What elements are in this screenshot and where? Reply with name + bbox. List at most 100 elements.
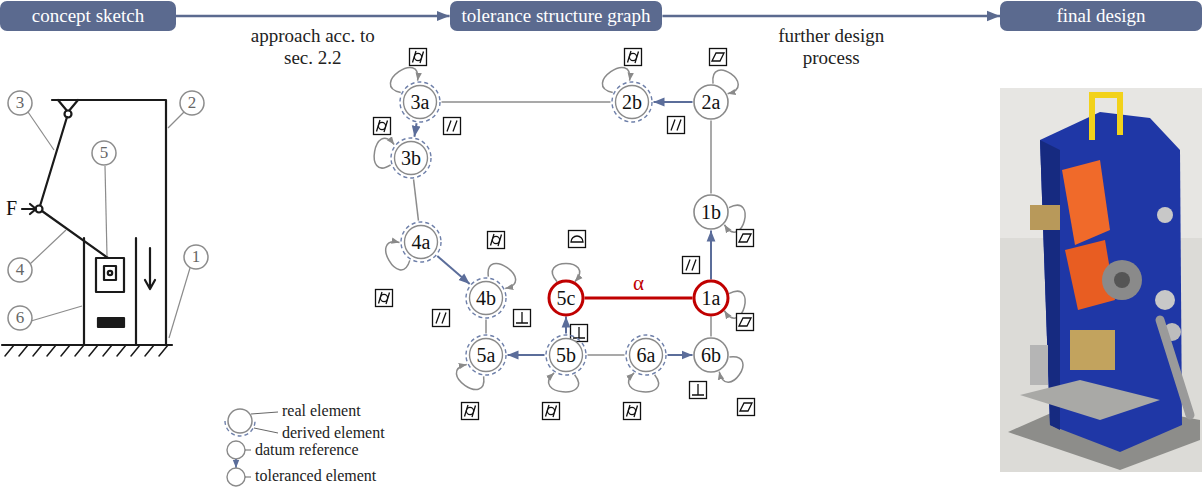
- connector: [710, 121, 712, 194]
- derived-element-node: 6a: [625, 334, 667, 376]
- node-label: 5: [100, 144, 109, 163]
- leader-line: [169, 268, 190, 338]
- derived-element-node: 5b: [545, 334, 587, 376]
- concept-sketch: [2, 100, 172, 356]
- real-element-node: 6b: [693, 337, 729, 373]
- node-outline: [184, 245, 208, 269]
- self-loop: [549, 373, 579, 392]
- connector: [485, 320, 487, 334]
- tolerance-symbol: [690, 382, 707, 399]
- stage-box: concept sketch: [0, 1, 176, 31]
- tolerance-symbol: [547, 407, 554, 414]
- connector: [414, 123, 416, 137]
- tolerance-symbol: [690, 382, 707, 399]
- tolerance-symbol: [410, 49, 427, 66]
- callout-number: 6: [7, 305, 33, 331]
- tolerance-symbol: [410, 49, 427, 66]
- derived-element-node: 4a: [400, 221, 442, 263]
- node-outline: [612, 82, 652, 122]
- tolerance-symbol: [683, 257, 700, 274]
- tolerance-symbol: [692, 384, 704, 395]
- tolerance-symbol: [625, 49, 642, 66]
- legend-symbol: [245, 450, 251, 451]
- concept-sketch: [22, 204, 36, 214]
- self-loop: [629, 373, 659, 392]
- node-outline: [694, 338, 728, 372]
- node-outline: [401, 222, 441, 262]
- key-element-node: 5c: [547, 279, 585, 317]
- node-label: 1b: [701, 201, 721, 223]
- tolerance-symbol: [465, 405, 476, 417]
- tolerance-symbol: [376, 290, 393, 307]
- legend-label: real element: [282, 402, 361, 420]
- node-label: 6b: [701, 344, 721, 366]
- machine-photo: [1030, 205, 1060, 230]
- callout-number: 3: [7, 90, 33, 116]
- callout-number: 1: [183, 244, 209, 270]
- tolerance-symbol: [514, 310, 531, 327]
- tolerance-symbol: [488, 232, 505, 249]
- tolerance-symbol: [436, 313, 446, 324]
- node-outline: [180, 91, 204, 115]
- connector: [414, 179, 419, 220]
- legend-label: toleranced element: [255, 467, 376, 485]
- self-loop: [374, 68, 745, 392]
- tolerance-symbol: [433, 310, 450, 327]
- derived-element-node: 3b: [390, 137, 432, 179]
- node-label: 4b: [476, 287, 496, 309]
- node-outline: [8, 306, 32, 330]
- node-outline: [550, 339, 583, 372]
- concept-sketch: [5, 345, 168, 356]
- node-label: 1: [192, 248, 201, 267]
- tolerance-symbol: [671, 120, 681, 131]
- machine-photo: [1157, 207, 1173, 223]
- tolerance-symbol: [444, 118, 461, 135]
- tolerance-symbol: [628, 51, 639, 63]
- derived-element-node: 4b: [465, 277, 507, 319]
- connector: [654, 101, 693, 103]
- legend-symbol: [227, 441, 245, 459]
- machine-photo: [1000, 88, 1202, 472]
- tolerance-symbol: [668, 117, 685, 134]
- tolerance-symbol: [624, 403, 641, 420]
- tolerance-symbol: [374, 118, 391, 135]
- node-outline: [694, 281, 728, 315]
- concept-sketch: [98, 318, 124, 327]
- tolerance-symbol: [629, 53, 636, 60]
- tolerance-symbol: [738, 399, 755, 416]
- tolerance-symbol: [569, 231, 586, 248]
- machine-photo: [1102, 260, 1142, 300]
- node-label: 2b: [622, 91, 642, 113]
- node-outline: [92, 141, 116, 165]
- edge-label: approach acc. to sec. 2.2: [236, 25, 390, 69]
- node-outline: [400, 82, 440, 122]
- callout-number: 4: [7, 257, 33, 283]
- leader-line: [30, 230, 66, 264]
- tolerance-symbol: [737, 314, 754, 331]
- node-outline: [616, 86, 649, 119]
- node-outline: [546, 335, 586, 375]
- node-outline: [630, 339, 663, 372]
- tolerance-symbol: [374, 118, 391, 135]
- derived-element-node: 3a: [399, 81, 441, 123]
- node-label: concept sketch: [32, 6, 144, 27]
- node-outline: [626, 335, 666, 375]
- tolerance-symbol: [710, 49, 727, 66]
- node-label: 6a: [637, 344, 656, 366]
- node-outline: [549, 281, 583, 315]
- concept-sketch: [40, 117, 67, 206]
- machine-photo: [1000, 88, 1202, 472]
- connector: [508, 354, 545, 356]
- real-element-node: 1b: [693, 194, 729, 230]
- connector: [710, 231, 712, 280]
- machine-photo: [1020, 380, 1160, 420]
- node-outline: [694, 195, 728, 229]
- legend-symbol: [227, 468, 245, 486]
- legend-symbol: [235, 459, 237, 468]
- edge-label: further design process: [754, 25, 908, 69]
- tolerance-symbol: [378, 122, 385, 129]
- node-outline: [466, 335, 506, 375]
- legend-symbol: [254, 428, 278, 433]
- concept-sketch: [104, 266, 116, 280]
- tolerance-symbol: [543, 403, 560, 420]
